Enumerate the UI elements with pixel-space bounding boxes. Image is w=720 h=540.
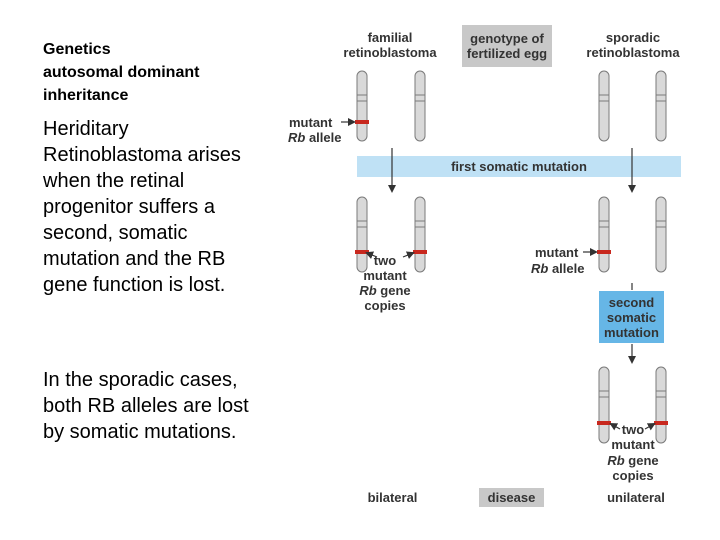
mutation-mark-row1 xyxy=(355,120,369,124)
chromosome-sporadic-1a xyxy=(598,70,610,142)
unilateral-label: unilateral xyxy=(607,490,665,505)
chromosome-sporadic-1b xyxy=(655,70,667,142)
rb-italic: Rb xyxy=(288,130,306,145)
rb-italic: Rb xyxy=(359,283,377,298)
disease-box xyxy=(479,488,544,507)
chromosome-sporadic-2a xyxy=(598,196,610,273)
mutant-label-1: mutant xyxy=(289,115,333,130)
mutation-mark-row2-right xyxy=(597,250,611,254)
second-somatic-mutation-label: second somatic mutation xyxy=(604,294,659,340)
mutant-rb-allele-1: Rb allele xyxy=(288,130,341,145)
rb-gene-right: Rb gene xyxy=(598,453,668,468)
copies-left: copies xyxy=(364,298,406,313)
mutation-mark-row2-left-b xyxy=(413,250,427,254)
allele-word: allele xyxy=(305,130,342,145)
second-somatic-box xyxy=(599,291,664,343)
rb-italic: Rb xyxy=(607,453,625,468)
sporadic-header: sporadic retinoblastoma xyxy=(586,30,680,60)
arrow-two-mutant-left-b xyxy=(402,251,415,259)
rb-italic: Rb xyxy=(531,261,549,276)
paragraph-hereditary: Heriditary Retinoblastoma arises when th… xyxy=(43,118,241,296)
chromosome-sporadic-2b xyxy=(655,196,667,273)
arrow-two-mutant-left-a xyxy=(365,251,378,259)
mutant-rb-allele-2: Rb allele xyxy=(531,261,584,276)
gene-word: gene xyxy=(376,283,411,298)
mutant-label-2: mutant xyxy=(535,245,579,260)
chromosome-familial-1b xyxy=(414,70,426,142)
bilateral-label: bilateral xyxy=(367,490,418,505)
first-somatic-mutation-label: first somatic mutation xyxy=(451,159,587,174)
mutation-mark-row3-a xyxy=(597,421,611,425)
chromosome-familial-1a xyxy=(356,70,368,142)
familial-header: familial retinoblastoma xyxy=(343,30,437,60)
two-mutant-left: two mutant xyxy=(363,253,407,283)
mutation-mark-row2-left-a xyxy=(355,250,369,254)
copies-right: copies xyxy=(612,468,654,483)
first-somatic-band xyxy=(357,156,681,177)
paragraph-sporadic: In the sporadic cases, both RB alleles a… xyxy=(43,369,249,443)
gene-word: gene xyxy=(624,453,659,468)
rb-gene-left: Rb gene xyxy=(350,283,420,298)
arrow-two-mutant-right-b xyxy=(644,423,656,431)
disease-label: disease xyxy=(487,490,536,505)
genotype-header-box xyxy=(462,25,552,67)
two-mutant-right: two mutant xyxy=(611,422,655,452)
slide-title: Genetics autosomal dominant inheritance xyxy=(43,41,200,104)
allele-word: allele xyxy=(548,261,585,276)
genotype-header: genotype of fertilized egg xyxy=(466,31,548,61)
arrow-two-mutant-right-a xyxy=(609,423,621,431)
mutation-mark-row3-b xyxy=(654,421,668,425)
chromosome-familial-2b xyxy=(414,196,426,273)
